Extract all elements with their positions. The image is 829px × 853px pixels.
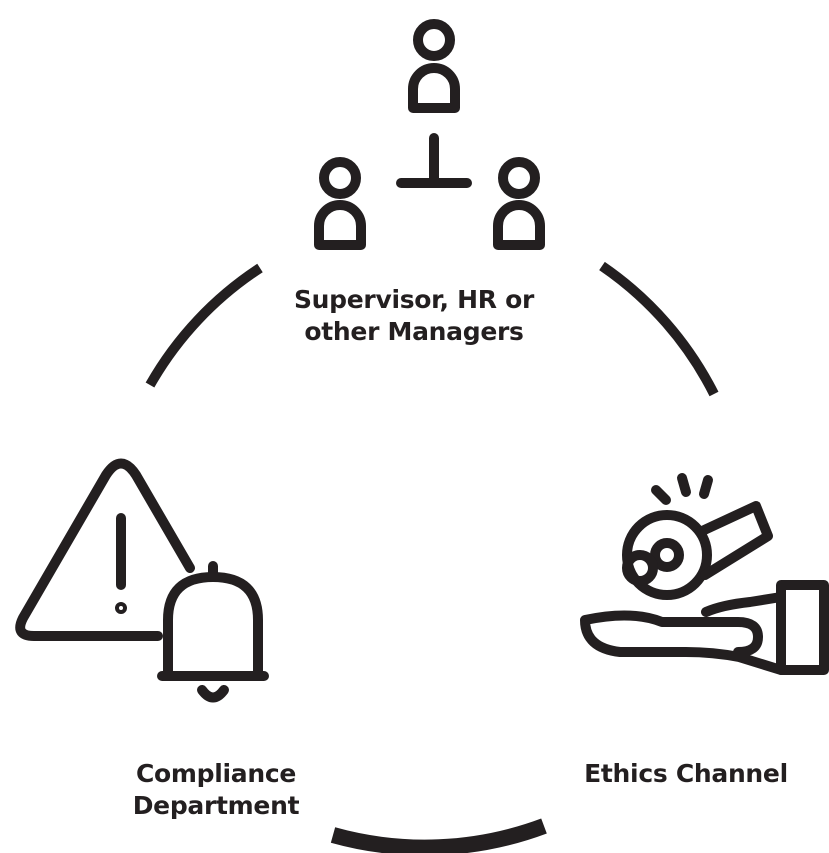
- warning-bell-icon: [15, 458, 269, 703]
- node-label-managers-line1: Supervisor, HR or: [293, 285, 535, 314]
- node-label-ethics-line1: Ethics Channel: [584, 759, 788, 788]
- node-label-compliance: Compliance Department: [66, 758, 366, 822]
- node-label-managers: Supervisor, HR or other Managers: [264, 284, 564, 348]
- node-label-compliance-line1: Compliance: [135, 759, 297, 788]
- cycle-arc-top-left: [145, 263, 263, 388]
- node-label-compliance-line2: Department: [132, 791, 300, 820]
- node-label-managers-line2: other Managers: [304, 317, 524, 346]
- node-label-ethics: Ethics Channel: [556, 758, 816, 790]
- org-hierarchy-icon: [314, 19, 545, 250]
- cycle-arc-top-right: [599, 261, 719, 397]
- cycle-arc-bottom: [330, 818, 547, 853]
- whistle-hand-icon: [580, 473, 829, 675]
